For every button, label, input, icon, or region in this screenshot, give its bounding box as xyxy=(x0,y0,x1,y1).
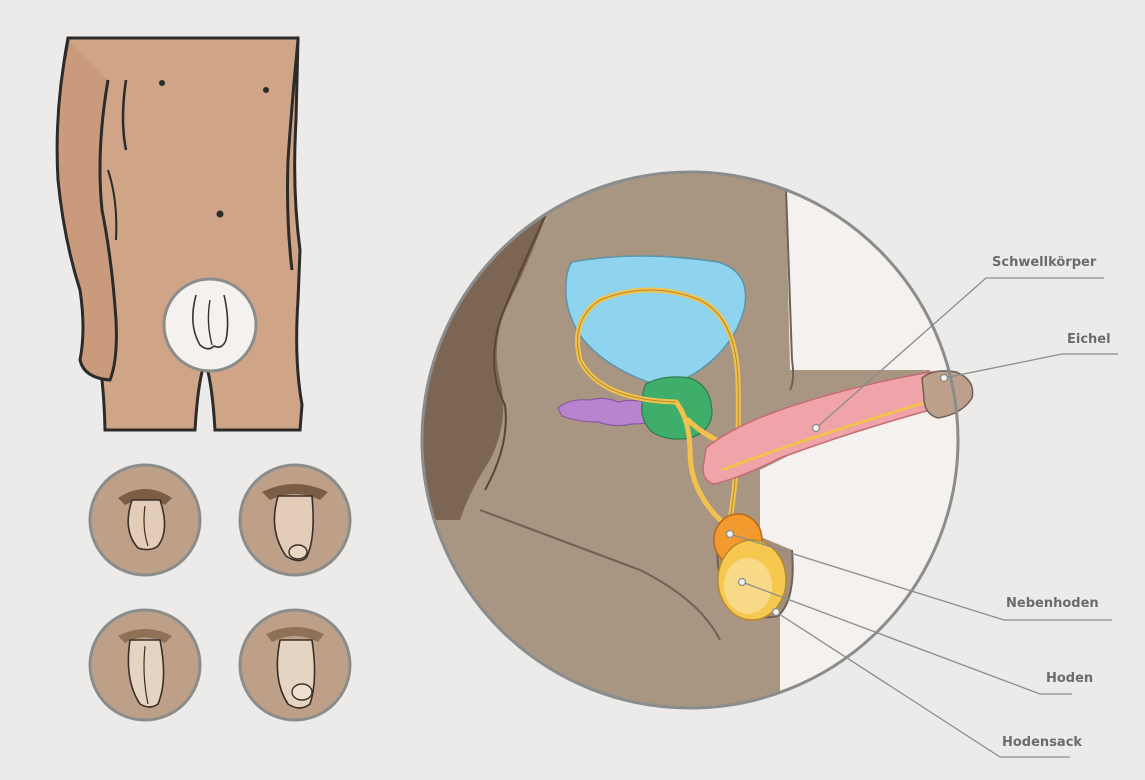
anatomy-circle xyxy=(420,160,1118,757)
body-figure xyxy=(57,38,302,430)
variation-circle-4 xyxy=(240,610,350,720)
variation-circle-3 xyxy=(90,610,200,720)
variation-circle-2 xyxy=(240,465,350,575)
variation-circle-1 xyxy=(90,465,200,575)
label-hodensack: Hodensack xyxy=(1002,735,1082,750)
label-schwellkoerper: Schwellkörper xyxy=(992,255,1096,270)
nipple-right xyxy=(263,87,269,93)
label-nebenhoden: Nebenhoden xyxy=(1006,596,1099,611)
label-eichel: Eichel xyxy=(1067,332,1111,347)
nipple-left xyxy=(159,80,165,86)
navel xyxy=(217,211,224,218)
label-hoden: Hoden xyxy=(1046,671,1093,686)
genital-inset-circle xyxy=(164,279,256,371)
